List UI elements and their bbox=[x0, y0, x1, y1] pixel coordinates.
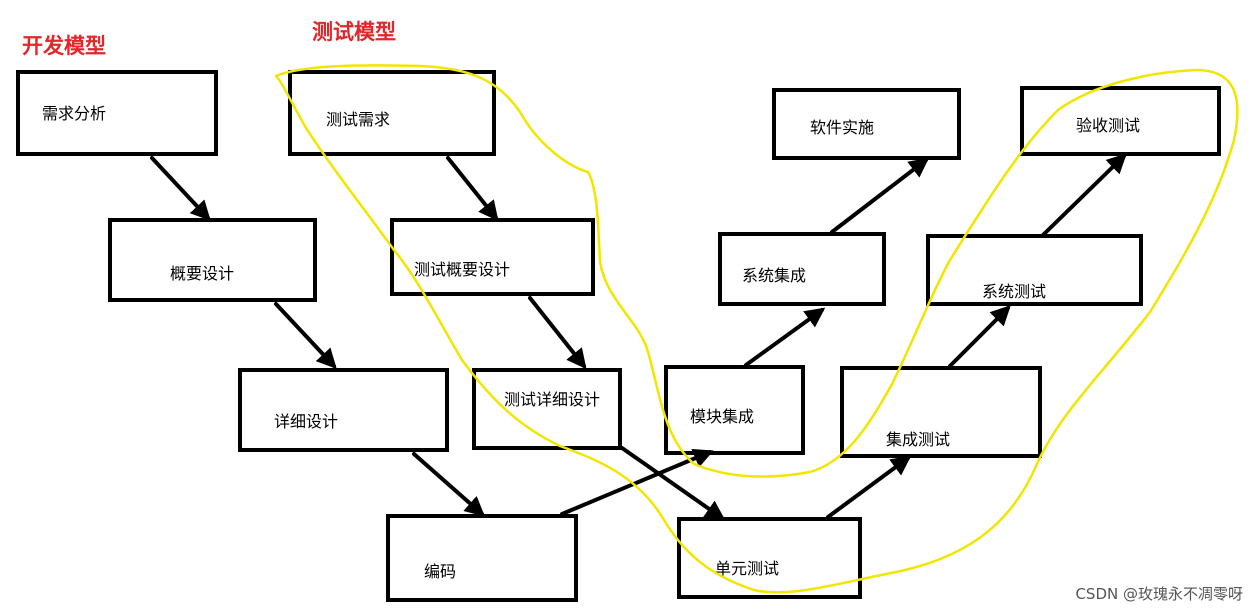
arrow-sysintegration-to-software bbox=[830, 157, 930, 234]
node-label: 系统测试 bbox=[982, 282, 1047, 301]
arrow-coding-to-module bbox=[560, 448, 714, 516]
test-model-title: 测试模型 bbox=[312, 19, 396, 44]
node-label: 集成测试 bbox=[886, 430, 951, 449]
arrow-detail-to-coding bbox=[412, 452, 485, 517]
node-label: 系统集成 bbox=[742, 266, 807, 285]
node-detail-design: 详细设计 bbox=[238, 368, 449, 452]
node-label: 概要设计 bbox=[170, 264, 235, 283]
node-label: 模块集成 bbox=[690, 407, 755, 426]
node-test-overview-design: 测试概要设计 bbox=[390, 218, 595, 296]
node-test-requirements: 测试需求 bbox=[288, 70, 496, 156]
arrow-testreq-to-testoverview bbox=[446, 156, 499, 222]
arrow-testdetail-to-unittest bbox=[620, 446, 726, 521]
node-system-test: 系统测试 bbox=[926, 234, 1143, 306]
highlight-left-outline bbox=[274, 64, 1239, 594]
arrow-unittest-to-integrationtest bbox=[826, 455, 912, 519]
node-overview-design: 概要设计 bbox=[108, 218, 317, 302]
node-acceptance-test: 验收测试 bbox=[1020, 86, 1221, 156]
node-software-implementation: 软件实施 bbox=[772, 88, 961, 160]
node-label: 测试概要设计 bbox=[414, 260, 511, 279]
node-module-integration: 模块集成 bbox=[664, 365, 805, 455]
node-label: 单元测试 bbox=[715, 559, 780, 578]
node-integration-test: 集成测试 bbox=[840, 366, 1042, 458]
node-label: 测试需求 bbox=[326, 110, 391, 129]
arrow-req-to-overview bbox=[150, 156, 211, 221]
arrow-testoverview-to-testdetail bbox=[528, 296, 587, 370]
node-label: 需求分析 bbox=[42, 104, 107, 123]
node-req-analysis: 需求分析 bbox=[16, 70, 218, 156]
node-label: 软件实施 bbox=[810, 118, 875, 137]
node-label: 验收测试 bbox=[1076, 116, 1141, 135]
arrow-systemtest-to-acceptance bbox=[1040, 153, 1127, 238]
node-label: 编码 bbox=[424, 562, 457, 581]
watermark: CSDN @玫瑰永不凋零呀 bbox=[1075, 585, 1243, 603]
node-label: 测试详细设计 bbox=[504, 390, 601, 409]
arrow-overview-to-detail bbox=[274, 302, 337, 369]
arrow-integrationtest-to-systemtest bbox=[948, 305, 1011, 368]
node-test-detail-design: 测试详细设计 bbox=[472, 368, 622, 450]
node-system-integration: 系统集成 bbox=[718, 232, 886, 306]
arrow-module-to-sysintegration bbox=[744, 307, 826, 367]
node-label: 详细设计 bbox=[274, 412, 339, 431]
dev-model-title: 开发模型 bbox=[22, 33, 106, 58]
